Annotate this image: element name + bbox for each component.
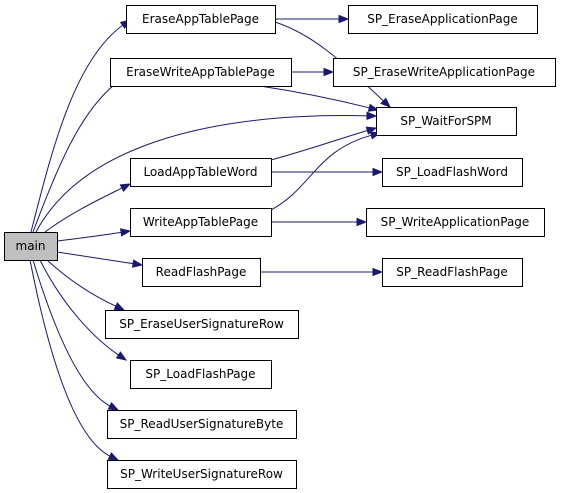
node-box bbox=[4, 232, 58, 261]
edge-line bbox=[270, 129, 369, 161]
edge-line bbox=[56, 231, 123, 242]
node-SP_LoadFlashWord[interactable]: SP_LoadFlashWord bbox=[382, 158, 523, 187]
node-label: SP_LoadFlashPage bbox=[145, 367, 255, 381]
arrowhead bbox=[366, 111, 378, 121]
node-EraseAppTablePage[interactable]: EraseAppTablePage bbox=[126, 5, 276, 34]
node-box bbox=[366, 208, 545, 237]
node-box bbox=[126, 5, 276, 34]
edge-EraseWriteAppTablePage-to-SP_WaitForSPM bbox=[259, 85, 380, 112]
node-label: LoadAppTableWord bbox=[143, 165, 257, 179]
node-label: SP_ReadUserSignatureByte bbox=[120, 417, 284, 431]
node-label: EraseAppTablePage bbox=[142, 12, 259, 26]
edge-line bbox=[39, 259, 120, 356]
edges bbox=[29, 14, 392, 461]
node-SP_ReadUserSignatureByte[interactable]: SP_ReadUserSignatureByte bbox=[107, 410, 297, 439]
node-box bbox=[382, 258, 523, 287]
node-SP_WriteApplicationPage[interactable]: SP_WriteApplicationPage bbox=[366, 208, 545, 237]
edge-LoadAppTableWord-to-SP_LoadFlashWord bbox=[270, 167, 384, 177]
edge-EraseAppTablePage-to-SP_WaitForSPM bbox=[274, 21, 392, 108]
node-SP_ReadFlashPage[interactable]: SP_ReadFlashPage bbox=[382, 258, 523, 287]
node-SP_EraseWriteApplicationPage[interactable]: SP_EraseWriteApplicationPage bbox=[333, 58, 556, 87]
edge-line bbox=[32, 80, 120, 233]
node-main[interactable]: main bbox=[4, 232, 58, 261]
node-box bbox=[107, 460, 297, 489]
edge-line bbox=[270, 134, 373, 211]
node-label: WriteAppTablePage bbox=[143, 215, 258, 229]
node-label: EraseWriteAppTablePage bbox=[126, 65, 275, 79]
edge-main-to-WriteAppTablePage bbox=[56, 228, 132, 242]
arrowhead bbox=[115, 351, 128, 361]
node-box bbox=[130, 208, 272, 237]
node-label: SP_EraseWriteApplicationPage bbox=[353, 65, 535, 79]
arrowhead bbox=[323, 67, 335, 77]
arrowhead bbox=[372, 167, 384, 177]
node-box bbox=[107, 410, 297, 439]
arrowhead bbox=[367, 103, 380, 112]
edge-main-to-SP_WaitForSPM bbox=[35, 111, 378, 233]
edge-LoadAppTableWord-to-SP_WaitForSPM bbox=[270, 126, 378, 161]
node-box bbox=[110, 58, 292, 87]
edge-line bbox=[44, 187, 124, 233]
arrowhead bbox=[119, 183, 132, 193]
arrowhead bbox=[365, 126, 378, 135]
node-label: main bbox=[16, 239, 46, 253]
edge-EraseAppTablePage-to-SP_EraseApplicationPage bbox=[275, 14, 350, 24]
node-SP_WaitForSPM[interactable]: SP_WaitForSPM bbox=[376, 107, 517, 136]
node-WriteAppTablePage[interactable]: WriteAppTablePage bbox=[130, 208, 272, 237]
nodes: main EraseAppTablePageEraseWriteAppTableP… bbox=[4, 5, 556, 489]
edge-line bbox=[32, 259, 112, 407]
edge-main-to-LoadAppTableWord bbox=[44, 183, 132, 233]
edge-line bbox=[29, 259, 111, 458]
node-label: SP_LoadFlashWord bbox=[396, 165, 508, 179]
edge-main-to-SP_LoadFlashPage bbox=[39, 259, 128, 361]
node-ReadFlashPage[interactable]: ReadFlashPage bbox=[142, 258, 261, 287]
node-box bbox=[333, 58, 556, 87]
node-box bbox=[348, 5, 538, 34]
node-label: SP_WriteApplicationPage bbox=[381, 215, 530, 229]
node-label: SP_WaitForSPM bbox=[400, 114, 491, 128]
edge-ReadFlashPage-to-SP_ReadFlashPage bbox=[260, 267, 384, 277]
edge-line bbox=[46, 259, 117, 308]
node-box bbox=[105, 310, 299, 339]
arrowhead bbox=[107, 452, 120, 461]
node-label: SP_ReadFlashPage bbox=[396, 265, 508, 279]
edge-line bbox=[35, 115, 369, 233]
edge-main-to-EraseWriteAppTablePage bbox=[32, 75, 128, 233]
node-label: SP_EraseApplicationPage bbox=[367, 12, 517, 26]
arrowhead bbox=[338, 14, 350, 24]
node-EraseWriteAppTablePage[interactable]: EraseWriteAppTablePage bbox=[110, 58, 292, 87]
edge-main-to-ReadFlashPage bbox=[56, 251, 144, 268]
arrowhead bbox=[113, 302, 126, 311]
edge-line bbox=[30, 24, 124, 233]
node-box bbox=[142, 258, 261, 287]
arrowhead bbox=[119, 228, 132, 237]
node-SP_EraseUserSignatureRow[interactable]: SP_EraseUserSignatureRow bbox=[105, 310, 299, 339]
edge-line bbox=[259, 85, 371, 109]
edge-main-to-SP_EraseUserSignatureRow bbox=[46, 259, 126, 311]
edge-main-to-SP_ReadUserSignatureByte bbox=[32, 259, 120, 411]
node-label: ReadFlashPage bbox=[156, 265, 247, 279]
arrowhead bbox=[107, 401, 120, 411]
node-box bbox=[130, 360, 272, 389]
arrowhead bbox=[372, 267, 384, 277]
node-label: SP_EraseUserSignatureRow bbox=[119, 317, 284, 331]
arrowhead bbox=[356, 217, 368, 227]
node-SP_EraseApplicationPage[interactable]: SP_EraseApplicationPage bbox=[348, 5, 538, 34]
node-LoadAppTableWord[interactable]: LoadAppTableWord bbox=[130, 158, 272, 187]
edge-line bbox=[274, 21, 385, 102]
arrowhead bbox=[380, 97, 392, 108]
edge-line bbox=[56, 251, 135, 265]
edge-EraseWriteAppTablePage-to-SP_EraseWriteApplicationPage bbox=[291, 67, 335, 77]
node-SP_LoadFlashPage[interactable]: SP_LoadFlashPage bbox=[130, 360, 272, 389]
edge-WriteAppTablePage-to-SP_WriteApplicationPage bbox=[271, 217, 368, 227]
node-label: SP_WriteUserSignatureRow bbox=[120, 467, 283, 481]
node-SP_WriteUserSignatureRow[interactable]: SP_WriteUserSignatureRow bbox=[107, 460, 297, 489]
node-box bbox=[130, 158, 272, 187]
node-box bbox=[376, 107, 517, 136]
edge-main-to-SP_WriteUserSignatureRow bbox=[29, 259, 120, 461]
node-box bbox=[382, 158, 523, 187]
arrowhead bbox=[131, 259, 144, 268]
